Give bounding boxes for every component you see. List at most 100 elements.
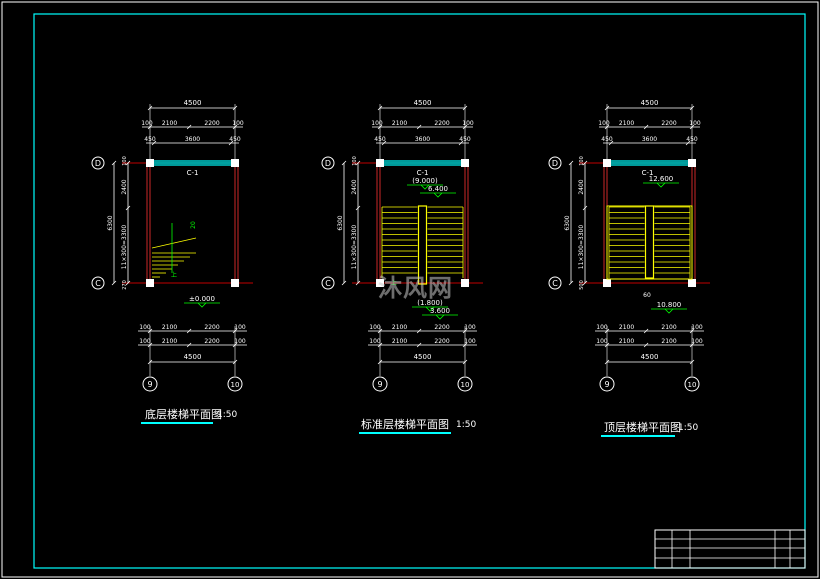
dim-bottom-span2: 2200 [204,324,219,331]
axis-label-9: 9 [377,380,382,389]
dim-top-total: 4500 [184,99,202,107]
dim-bottom-span1: 2100 [619,338,634,345]
dimension-tick [416,342,422,348]
dimension-tick [568,160,574,166]
axis-label-c: C [95,279,101,288]
dimension-tick [186,342,192,348]
stair-note: 20 [190,221,197,229]
structural-column [688,159,696,167]
elevation-label: 6.400 [428,185,448,193]
dimension-tick [355,280,361,286]
dim-bottom-total: 4500 [414,353,432,361]
dim-top-span1: 2100 [162,120,177,127]
dim-side-top: 100 [352,156,358,166]
dim-bottom-span1: 2100 [162,338,177,345]
axis-bubble-c [321,276,335,290]
plan-scale-ground: 1:50 [217,410,238,420]
structural-column [231,279,239,287]
dimension-tick [355,205,361,211]
dim-bottom-edge: 100 [464,324,476,331]
dim-bottom-span1: 2100 [162,324,177,331]
elevation-label: 3.600 [430,307,450,315]
dim-top-left-edge: 100 [598,120,610,127]
dim-top-window: 3600 [642,136,657,143]
stair-direction-label: 上 [391,279,397,287]
structural-column [376,279,384,287]
dim-top-right-edge: 100 [232,120,244,127]
dim-bottom-span1: 2100 [619,324,634,331]
dim-bottom-span2: 2200 [434,338,449,345]
dim-top-span2: 2200 [661,120,676,127]
plan-title-ground-underline [141,422,213,424]
dimension-tick [685,140,691,146]
axis-bubble-d [91,156,105,170]
dim-bottom-span2: 2100 [661,324,676,331]
stair-well [644,205,655,279]
plan-title-top: 顶层楼梯平面图 [604,421,681,434]
plan-scale-top: 1:50 [678,423,699,433]
axis-bubble-c [548,276,562,290]
wall-right [464,162,469,284]
dim-bottom-span1: 2100 [392,324,407,331]
dimension-tick [125,280,131,286]
dim-top-right-edge: 100 [462,120,474,127]
dim-top-right-edge: 100 [689,120,701,127]
dim-side-bottom: 270 [122,280,128,290]
dim-top-left-edge: 100 [141,120,153,127]
dim-bottom-edge: 100 [234,324,246,331]
dim-top-span1: 2100 [392,120,407,127]
elevation-triangle [197,302,207,308]
window-label: C-1 [642,169,654,177]
dimension-tick [186,124,192,130]
dimension-tick [643,342,649,348]
dim-top-span1: 2100 [619,120,634,127]
title-block [654,529,806,569]
structural-column [688,279,696,287]
axis-bubble-9 [599,376,615,392]
dim-side-upper: 2400 [121,179,128,194]
dimension-tick [582,160,588,166]
window-label: C-1 [187,169,199,177]
dim-side-lower: 11×300=3300 [121,225,128,270]
dimension-tick [582,205,588,211]
axis-bubble-10 [684,376,700,392]
axis-bubble-10 [457,376,473,392]
dim-top-span2: 2200 [434,120,449,127]
dimension-tick [111,280,117,286]
plan-scale-standard: 1:50 [456,420,477,430]
elevation-triangle [420,184,430,190]
dimension-tick [381,140,387,146]
axis-label-c: C [552,279,558,288]
elevation-label: ±0.000 [189,295,215,303]
axis-label-10: 10 [461,381,470,389]
axis-bubble-d [548,156,562,170]
wall-left [146,162,151,284]
elevation-label: (1.800) [417,299,443,307]
dim-bottom-edge: 100 [691,324,703,331]
plan-title-standard: 标准层楼梯平面图 [361,418,449,431]
dim-bottom-span2: 2100 [661,338,676,345]
dim-top-window: 3600 [415,136,430,143]
structural-column [376,159,384,167]
dim-bottom-edge: 100 [464,338,476,345]
elevation-label: 10.800 [657,301,682,309]
elevation-label: 12.600 [649,175,674,183]
dim-bottom-edge: 100 [596,338,608,345]
elevation-label: (9.000) [412,177,438,185]
watermark-text: 沐风网 [378,274,453,302]
plan-title-top-underline [601,435,675,437]
dimension-tick [416,328,422,334]
dim-side-lower: 11×300=3300 [578,225,585,270]
dimension-tick [568,280,574,286]
dimension-tick [416,124,422,130]
dim-bottom-edge: 100 [139,324,151,331]
dimension-tick [355,160,361,166]
dim-side-total: 6300 [107,215,114,230]
dim-bottom-edge: 100 [139,338,151,345]
axis-bubble-10 [227,376,243,392]
structural-column [603,159,611,167]
dimension-tick [125,160,131,166]
dimension-tick [341,280,347,286]
dimension-tick [228,140,234,146]
dimension-tick [186,328,192,334]
